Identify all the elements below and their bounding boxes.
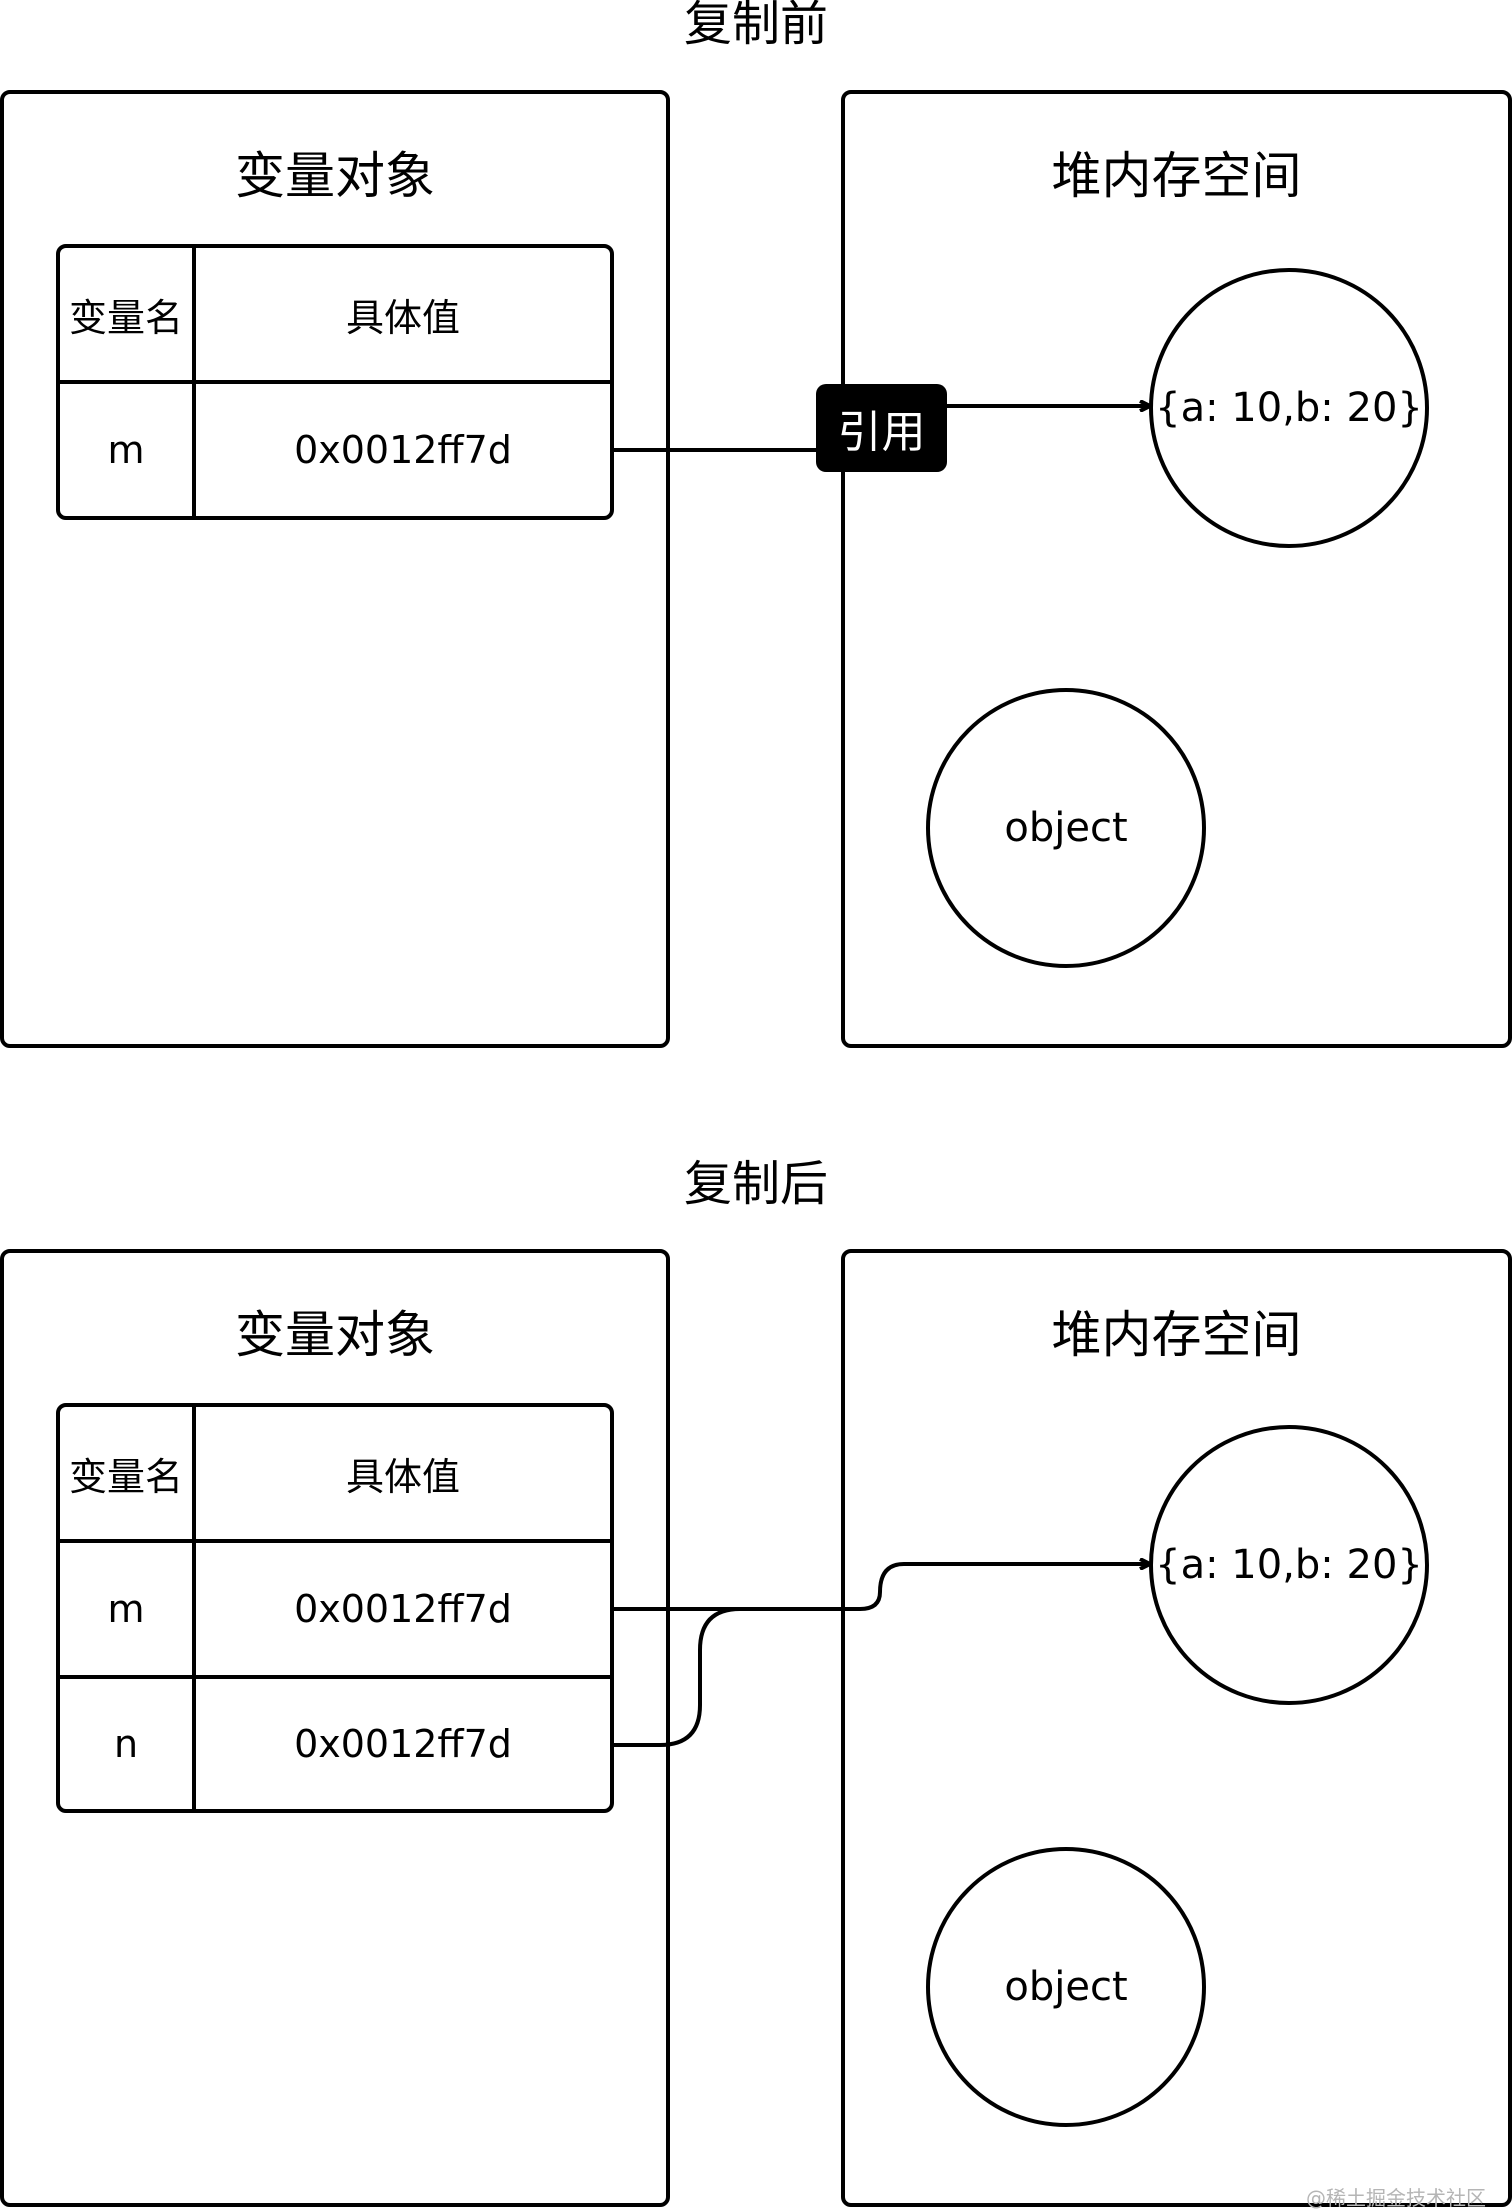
variable-name-m: m [60, 384, 196, 516]
table-header-row: 变量名 具体值 [60, 1407, 610, 1543]
after-heap-panel-title: 堆内存空间 [1051, 1306, 1302, 1364]
before-reference-label: 引用 [816, 384, 947, 472]
variable-value-n: 0x0012ff7d [294, 1722, 512, 1766]
variable-name-m: m [60, 1543, 196, 1675]
after-title: 复制后 [683, 1156, 828, 1212]
variable-name-n: n [60, 1679, 196, 1809]
watermark: @稀土掘金技术社区 [1306, 2186, 1486, 2210]
before-variables-panel: 变量对象 [0, 90, 670, 1048]
after-other-object-node: object [926, 1847, 1206, 2127]
before-target-object-node: {a: 10,b: 20} [1149, 268, 1429, 548]
header-variable-value: 具体值 [345, 295, 460, 340]
table-row: n 0x0012ff7d [60, 1679, 610, 1809]
table-header-row: 变量名 具体值 [60, 248, 610, 384]
before-variables-panel-title: 变量对象 [235, 147, 435, 205]
before-title: 复制前 [683, 0, 828, 52]
after-target-object-node: {a: 10,b: 20} [1149, 1425, 1429, 1705]
before-other-object-node: object [926, 688, 1206, 968]
variable-value-m: 0x0012ff7d [294, 1587, 512, 1631]
table-row: m 0x0012ff7d [60, 1543, 610, 1679]
header-variable-value: 具体值 [345, 1454, 460, 1499]
before-variable-table: 变量名 具体值 m 0x0012ff7d [56, 244, 614, 520]
header-variable-name: 变量名 [60, 248, 196, 380]
after-variables-panel: 变量对象 [0, 1249, 670, 2207]
after-variable-table: 变量名 具体值 m 0x0012ff7d n 0x0012ff7d [56, 1403, 614, 1813]
after-variables-panel-title: 变量对象 [235, 1306, 435, 1364]
header-variable-name: 变量名 [60, 1407, 196, 1539]
before-heap-panel-title: 堆内存空间 [1051, 147, 1302, 205]
variable-value-m: 0x0012ff7d [294, 428, 512, 472]
table-row: m 0x0012ff7d [60, 384, 610, 516]
